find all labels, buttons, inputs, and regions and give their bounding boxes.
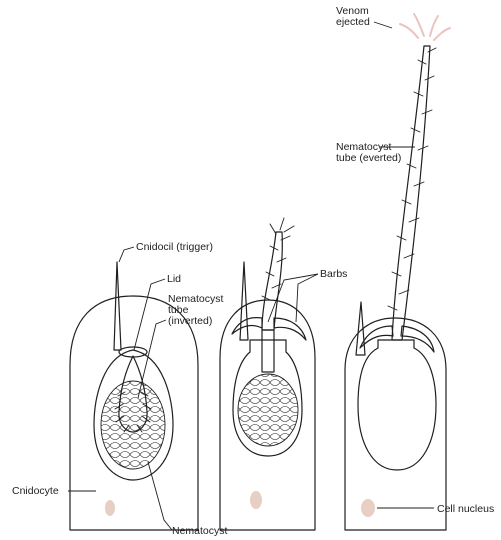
cnidocyte-cell-3 bbox=[345, 14, 450, 530]
svg-text:Lid: Lid bbox=[167, 273, 181, 285]
cnidocil-1 bbox=[114, 262, 121, 350]
tube-3-spines bbox=[388, 48, 436, 310]
nematocyst-capsule-3 bbox=[358, 340, 436, 470]
cnidocyte-cell-2 bbox=[220, 218, 315, 530]
svg-text:Cell nucleus: Cell nucleus bbox=[437, 503, 494, 515]
cell-nucleus-1 bbox=[105, 500, 115, 516]
barb-2-right bbox=[274, 318, 306, 340]
venom-spray bbox=[400, 14, 450, 40]
cell-nucleus-label: Cell nucleus bbox=[377, 503, 494, 515]
svg-text:Barbs: Barbs bbox=[320, 268, 347, 280]
barb-3-left bbox=[360, 326, 393, 348]
svg-text:Nematocyst: Nematocyst bbox=[172, 525, 228, 537]
nematocyst-label: Nematocyst bbox=[148, 462, 228, 537]
everted-tube-3 bbox=[392, 46, 430, 340]
cell-3-membrane bbox=[345, 318, 446, 530]
svg-text:Cnidocyte: Cnidocyte bbox=[12, 485, 59, 497]
cnidocyte-label: Cnidocyte bbox=[12, 485, 96, 497]
cell-nucleus-3 bbox=[361, 499, 375, 517]
svg-text:Cnidocil (trigger): Cnidocil (trigger) bbox=[136, 241, 213, 253]
everting-tube-2 bbox=[262, 330, 274, 372]
cnidocil-label: Cnidocil (trigger) bbox=[119, 241, 213, 262]
cell-nucleus-2 bbox=[250, 491, 262, 509]
